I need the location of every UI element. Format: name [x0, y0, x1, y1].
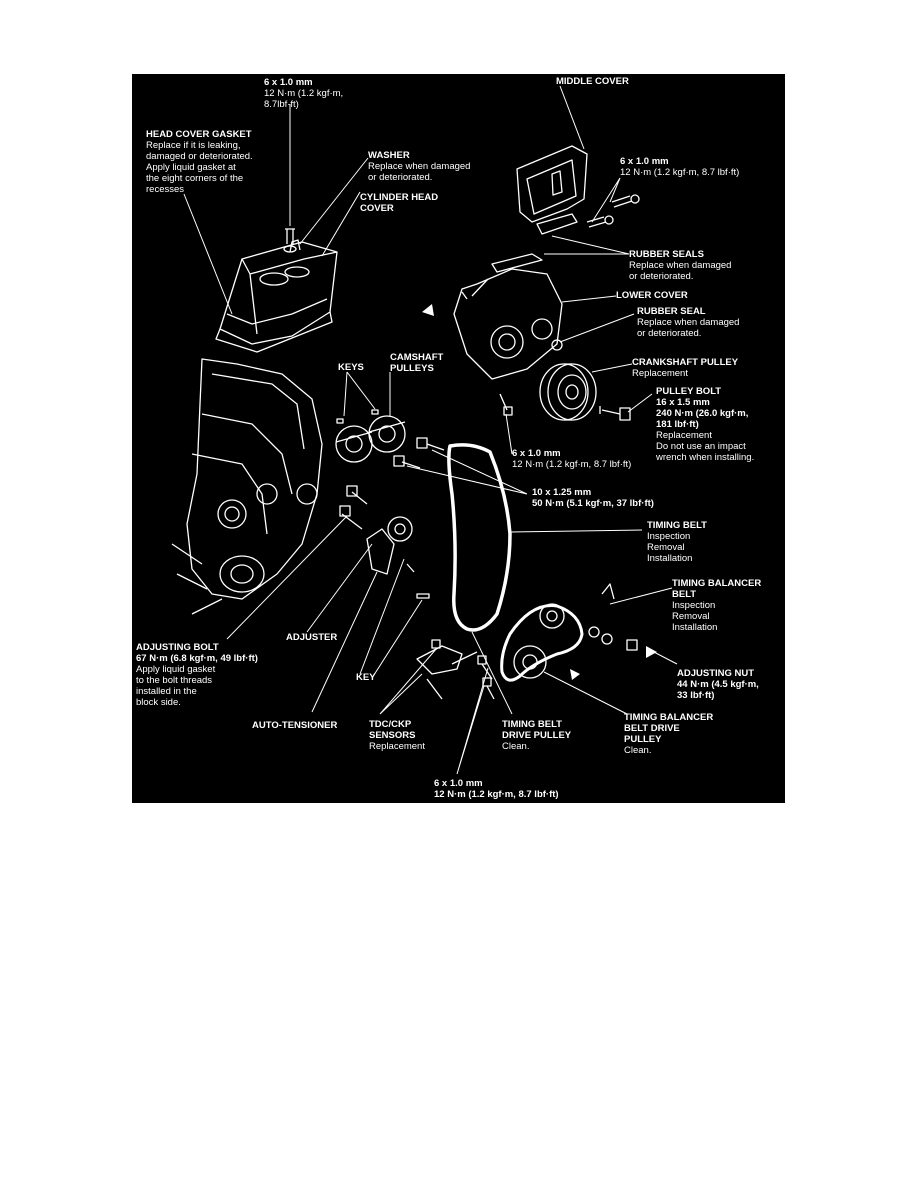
cylinder-head-cover-drawing: [215, 239, 338, 353]
engine-block-drawing: [171, 358, 323, 615]
timing-belt-drawing: [447, 443, 512, 632]
label-pulley-bolt: PULLEY BOLT 16 x 1.5 mm 240 N·m (26.0 kg…: [656, 386, 755, 463]
label-timing-belt: TIMING BELT Inspection Removal Installat…: [647, 520, 707, 564]
label-timing-balancer-belt: TIMING BALANCER BELT Inspection Removal …: [672, 578, 762, 633]
tdc-ckp-sensors-drawing: [416, 639, 478, 700]
adjusting-nut-drawing: [588, 583, 638, 651]
label-adjusting-bolt: ADJUSTING BOLT 67 N·m (6.8 kgf·m, 49 lbf…: [136, 642, 258, 708]
label-middle-cover: MIDDLE COVER: [556, 76, 629, 87]
label-washer: WASHER Replace when damaged or deteriora…: [368, 150, 471, 183]
exploded-view-drawing: [171, 85, 678, 775]
leader-lines: [183, 85, 678, 775]
label-rubber-seals: RUBBER SEALS Replace when damaged or det…: [629, 249, 732, 282]
crankshaft-pulley-drawing: [539, 363, 597, 421]
label-lower-cover: LOWER COVER: [616, 290, 688, 301]
label-keys: KEYS: [338, 362, 364, 373]
label-rubber-seal: RUBBER SEAL Replace when damaged or dete…: [637, 306, 740, 339]
label-top-bolt: 6 x 1.0 mm 12 N·m (1.2 kgf·m, 8.7lbf·ft): [264, 77, 344, 110]
label-auto-tensioner: AUTO-TENSIONER: [252, 720, 338, 731]
washer-drawing: [283, 228, 297, 253]
label-camshaft-pulleys: CAMSHAFT PULLEYS: [390, 352, 444, 374]
label-timing-balancer-belt-drive-pulley: TIMING BALANCER BELT DRIVE PULLEY Clean.: [624, 712, 714, 756]
arrowheads: [422, 304, 657, 680]
label-key: KEY: [356, 672, 376, 683]
pulley-bolt-drawing: [599, 406, 631, 421]
lower-cover-bolt-drawing: [499, 393, 513, 416]
adjusting-bolt-drawing: [339, 485, 368, 530]
camshaft-pulleys-drawing: [335, 415, 406, 463]
auto-tensioner-drawing: [366, 516, 415, 575]
label-adjusting-nut: ADJUSTING NUT 44 N·m (4.5 kgf·m, 33 lbf·…: [677, 668, 759, 701]
label-bottom-bolt: 6 x 1.0 mm 12 N·m (1.2 kgf·m, 8.7 lbf·ft…: [434, 778, 559, 800]
timing-belt-exploded-diagram: 6 x 1.0 mm 12 N·m (1.2 kgf·m, 8.7lbf·ft)…: [132, 74, 785, 803]
rubber-seal-drawing: [551, 339, 563, 351]
middle-cover-bolts-drawing: [586, 194, 640, 228]
label-cylinder-head-cover: CYLINDER HEAD COVER: [360, 192, 439, 214]
label-tdc-ckp-sensors: TDC/CKP SENSORS Replacement: [369, 719, 425, 752]
timing-balancer-belt-drawing: [500, 603, 584, 682]
cam-bolts-drawing: [393, 437, 445, 469]
label-cam-bolt: 10 x 1.25 mm 50 N·m (5.1 kgf·m, 37 lbf·f…: [532, 487, 654, 509]
keys-drawing: [336, 409, 379, 424]
key-drawing: [416, 593, 430, 599]
lower-cover-drawing: [453, 253, 563, 380]
label-adjuster: ADJUSTER: [286, 632, 338, 643]
middle-cover-drawing: [516, 145, 588, 235]
label-timing-belt-drive-pulley: TIMING BELT DRIVE PULLEY Clean.: [502, 719, 572, 752]
label-lower-cover-bolt: 6 x 1.0 mm 12 N·m (1.2 kgf·m, 8.7 lbf·ft…: [512, 448, 632, 470]
label-head-cover-gasket: HEAD COVER GASKET Replace if it is leaki…: [146, 129, 253, 195]
label-middle-bolt: 6 x 1.0 mm 12 N·m (1.2 kgf·m, 8.7 lbf·ft…: [620, 156, 740, 178]
label-crankshaft-pulley: CRANKSHAFT PULLEY Replacement: [632, 357, 739, 379]
